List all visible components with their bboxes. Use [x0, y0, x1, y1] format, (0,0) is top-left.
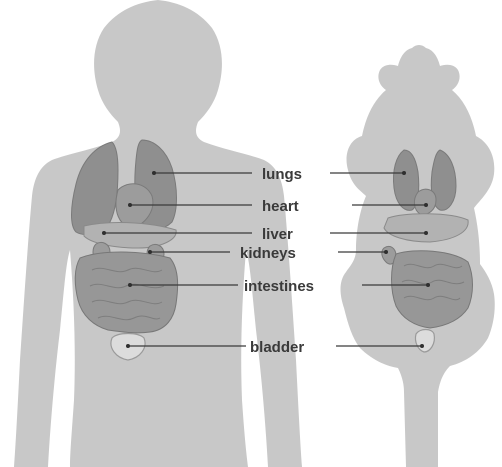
dot-heart-rat: [424, 203, 428, 207]
dot-liver-human: [102, 231, 106, 235]
dot-kidneys-human: [148, 250, 152, 254]
label-lungs: lungs: [262, 166, 302, 183]
dot-lungs-human: [152, 171, 156, 175]
label-bladder: bladder: [250, 339, 304, 356]
dot-heart-human: [128, 203, 132, 207]
dot-lungs-rat: [402, 171, 406, 175]
dot-bladder-human: [126, 344, 130, 348]
label-intestines: intestines: [244, 278, 314, 295]
human-intestines: [75, 252, 177, 333]
dot-bladder-rat: [420, 344, 424, 348]
dot-intestines-human: [128, 283, 132, 287]
label-liver: liver: [262, 226, 293, 243]
dot-intestines-rat: [426, 283, 430, 287]
dot-liver-rat: [424, 231, 428, 235]
label-kidneys: kidneys: [240, 245, 296, 262]
rat-intestines: [392, 251, 473, 328]
dot-kidneys-rat: [384, 250, 388, 254]
label-heart: heart: [262, 198, 299, 215]
